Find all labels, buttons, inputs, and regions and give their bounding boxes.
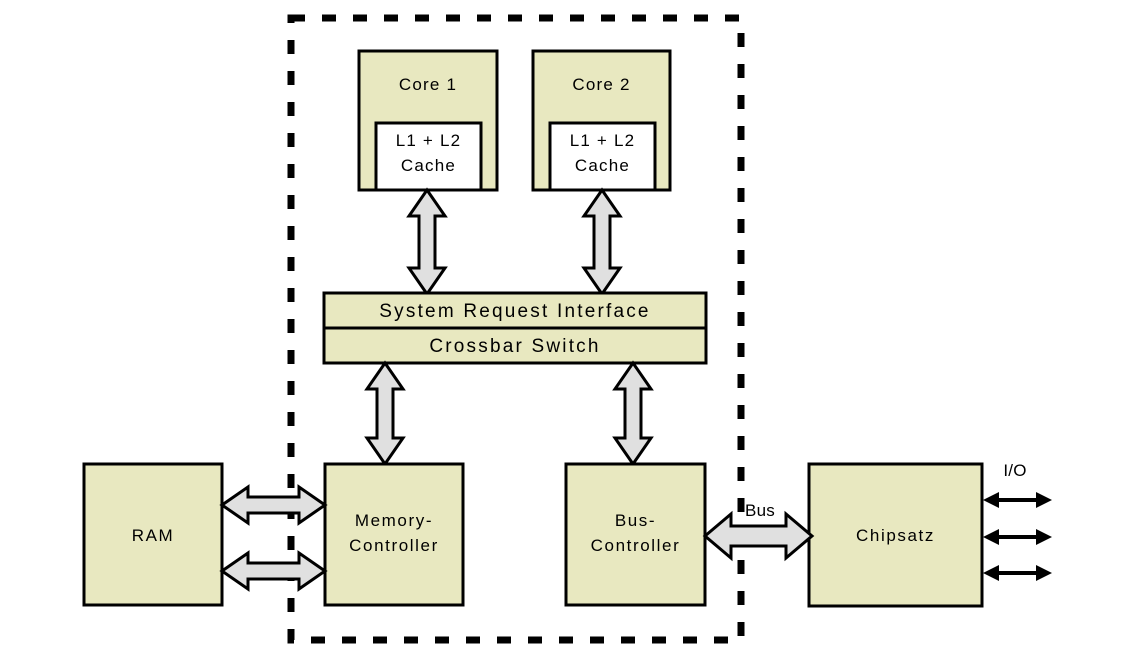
io-lane-2 xyxy=(983,529,1052,545)
core-2-cache-box[interactable] xyxy=(548,121,657,192)
arrow-core2-to-sri xyxy=(581,187,623,297)
chipsatz-box[interactable] xyxy=(807,462,984,608)
arrow-ram-to-memory-controller-upper xyxy=(219,484,328,526)
arrow-crossbar-to-bus-controller xyxy=(612,360,654,467)
memory-controller-box[interactable] xyxy=(323,462,465,607)
ram-box[interactable] xyxy=(82,462,224,607)
io-lane-1 xyxy=(983,492,1052,508)
arrow-ram-to-memory-controller-lower xyxy=(219,550,328,592)
cpu-die-boundary xyxy=(287,14,745,644)
bus-controller-box[interactable] xyxy=(564,462,707,607)
core-1-cache-box[interactable] xyxy=(374,121,483,192)
system-request-interface-box[interactable] xyxy=(322,291,708,330)
arrow-crossbar-to-memory-controller xyxy=(364,360,406,467)
crossbar-switch-box[interactable] xyxy=(322,326,708,365)
arrow-core1-to-sri xyxy=(406,187,448,297)
io-lane-3 xyxy=(983,565,1052,581)
arrow-bus-controller-to-chipsatz xyxy=(702,510,815,562)
